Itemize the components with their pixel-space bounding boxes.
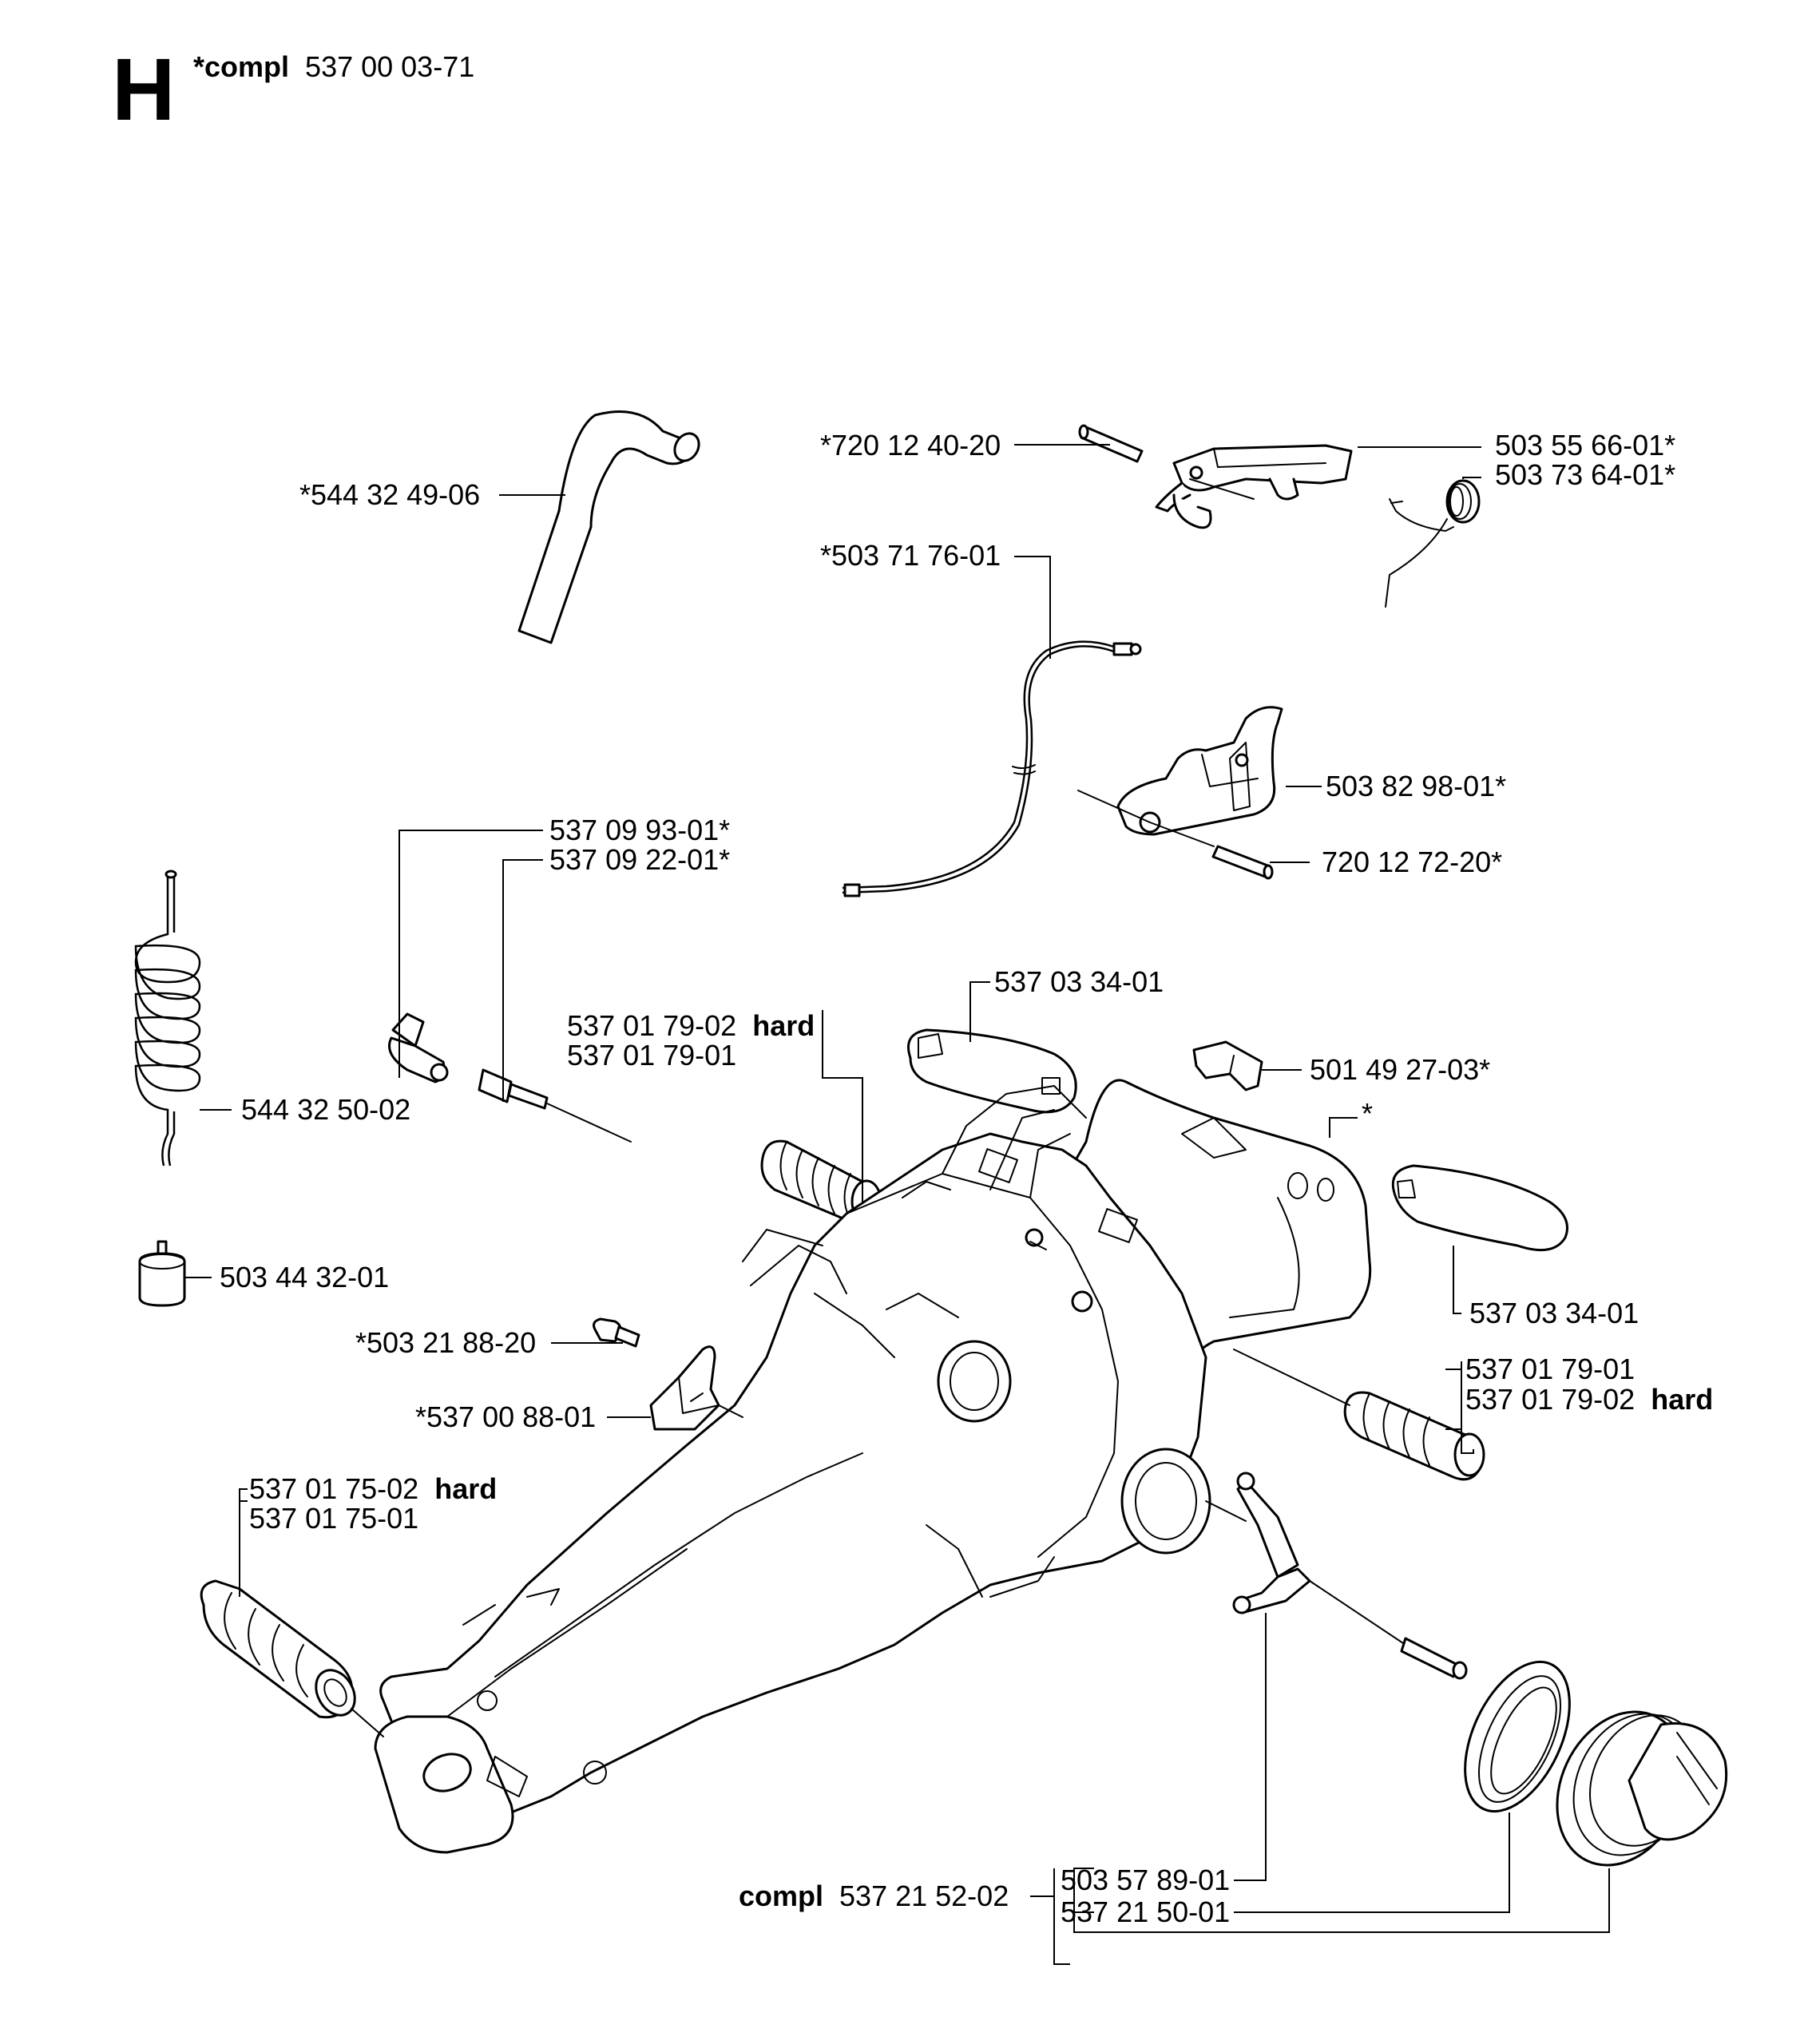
label-damper-mid-hard-number: 537 01 79-02 [567, 1009, 736, 1042]
label-screw: *503 21 88-20 [355, 1326, 536, 1359]
label-pin-trigger: 720 12 72-20* [1322, 846, 1502, 878]
label-damper-left-hard-number: 537 01 75-02 [249, 1472, 418, 1505]
tank-cap-part [1556, 1710, 1728, 1867]
label-strainer: 503 57 89-01 [1061, 1864, 1230, 1896]
label-damper-left-hard: 537 01 75-02 hard [249, 1472, 497, 1505]
label-damper-left-hard-suffix: hard [434, 1472, 497, 1505]
label-valve-b: 537 09 22-01* [549, 843, 730, 876]
impulse-hose-part [517, 410, 700, 644]
section-assembly-number: *compl 537 00 03-71 [193, 50, 474, 83]
pin-trigger-part [1211, 845, 1274, 880]
label-throttle-cable: *503 71 76-01 [820, 539, 1001, 572]
crankcase-housing-part [374, 1079, 1372, 1854]
label-tank-cap-assembly: compl 537 21 52-02 [739, 1880, 1009, 1912]
label-hose: *544 32 49-06 [299, 478, 480, 511]
screw-part [593, 1317, 640, 1348]
label-damper-left: 537 01 75-01 [249, 1502, 418, 1535]
label-cover-right: 537 03 34-01 [1469, 1297, 1639, 1329]
throttle-trigger-part [1077, 706, 1283, 847]
leader-lines [185, 444, 1610, 1965]
label-valve-a: 537 09 93-01* [549, 814, 730, 846]
lockout-spring-part [1385, 479, 1481, 608]
label-throttle-trigger: 503 82 98-01* [1326, 770, 1506, 802]
damper-left-part [200, 1579, 384, 1737]
fuel-filter-part [138, 1240, 186, 1307]
label-damper-right-hard-number: 537 01 79-02 [1465, 1383, 1635, 1416]
label-seal-ring: 537 21 50-01 [1061, 1895, 1230, 1928]
bracket-part [649, 1345, 743, 1431]
fuel-hose-part [134, 869, 201, 1167]
label-lockout-spring: 503 73 64-01* [1495, 458, 1675, 491]
clip-part [1192, 1040, 1263, 1091]
label-fuel-hose: 544 32 50-02 [241, 1093, 410, 1126]
oil-strainer-part [1029, 1241, 1468, 1680]
section-number: 537 00 03-71 [305, 50, 474, 83]
label-throttle-lockout: 503 55 66-01* [1495, 429, 1675, 461]
cover-top-part [907, 1028, 1077, 1114]
label-rear-handle: * [1362, 1097, 1373, 1130]
label-damper-right-hard: 537 01 79-02 hard [1465, 1383, 1713, 1416]
label-damper-right-hard-suffix: hard [1651, 1383, 1713, 1416]
label-cover-top: 537 03 34-01 [994, 965, 1164, 998]
cover-right-part [1391, 1164, 1568, 1252]
label-bracket: *537 00 88-01 [415, 1400, 596, 1433]
section-prefix: *compl [193, 50, 289, 83]
label-damper-mid-hard-suffix: hard [752, 1009, 815, 1042]
label-clip: 501 49 27-03* [1310, 1053, 1490, 1086]
label-fuel-filter: 503 44 32-01 [220, 1261, 389, 1293]
label-damper-mid-hard: 537 01 79-02 hard [567, 1009, 815, 1042]
label-damper-mid: 537 01 79-01 [567, 1039, 736, 1072]
label-damper-right: 537 01 79-01 [1465, 1353, 1635, 1385]
section-letter: H [112, 41, 175, 139]
seal-ring-part [1464, 1660, 1571, 1813]
pin-top-part [1078, 424, 1144, 463]
label-tank-cap-prefix: compl [739, 1880, 823, 1912]
label-tank-cap-number: 537 21 52-02 [839, 1880, 1009, 1912]
throttle-lockout-part [1155, 444, 1353, 529]
label-pin-top: *720 12 40-20 [820, 429, 1001, 461]
throttle-cable-part [842, 640, 1142, 897]
damper-right-part [1233, 1349, 1485, 1481]
